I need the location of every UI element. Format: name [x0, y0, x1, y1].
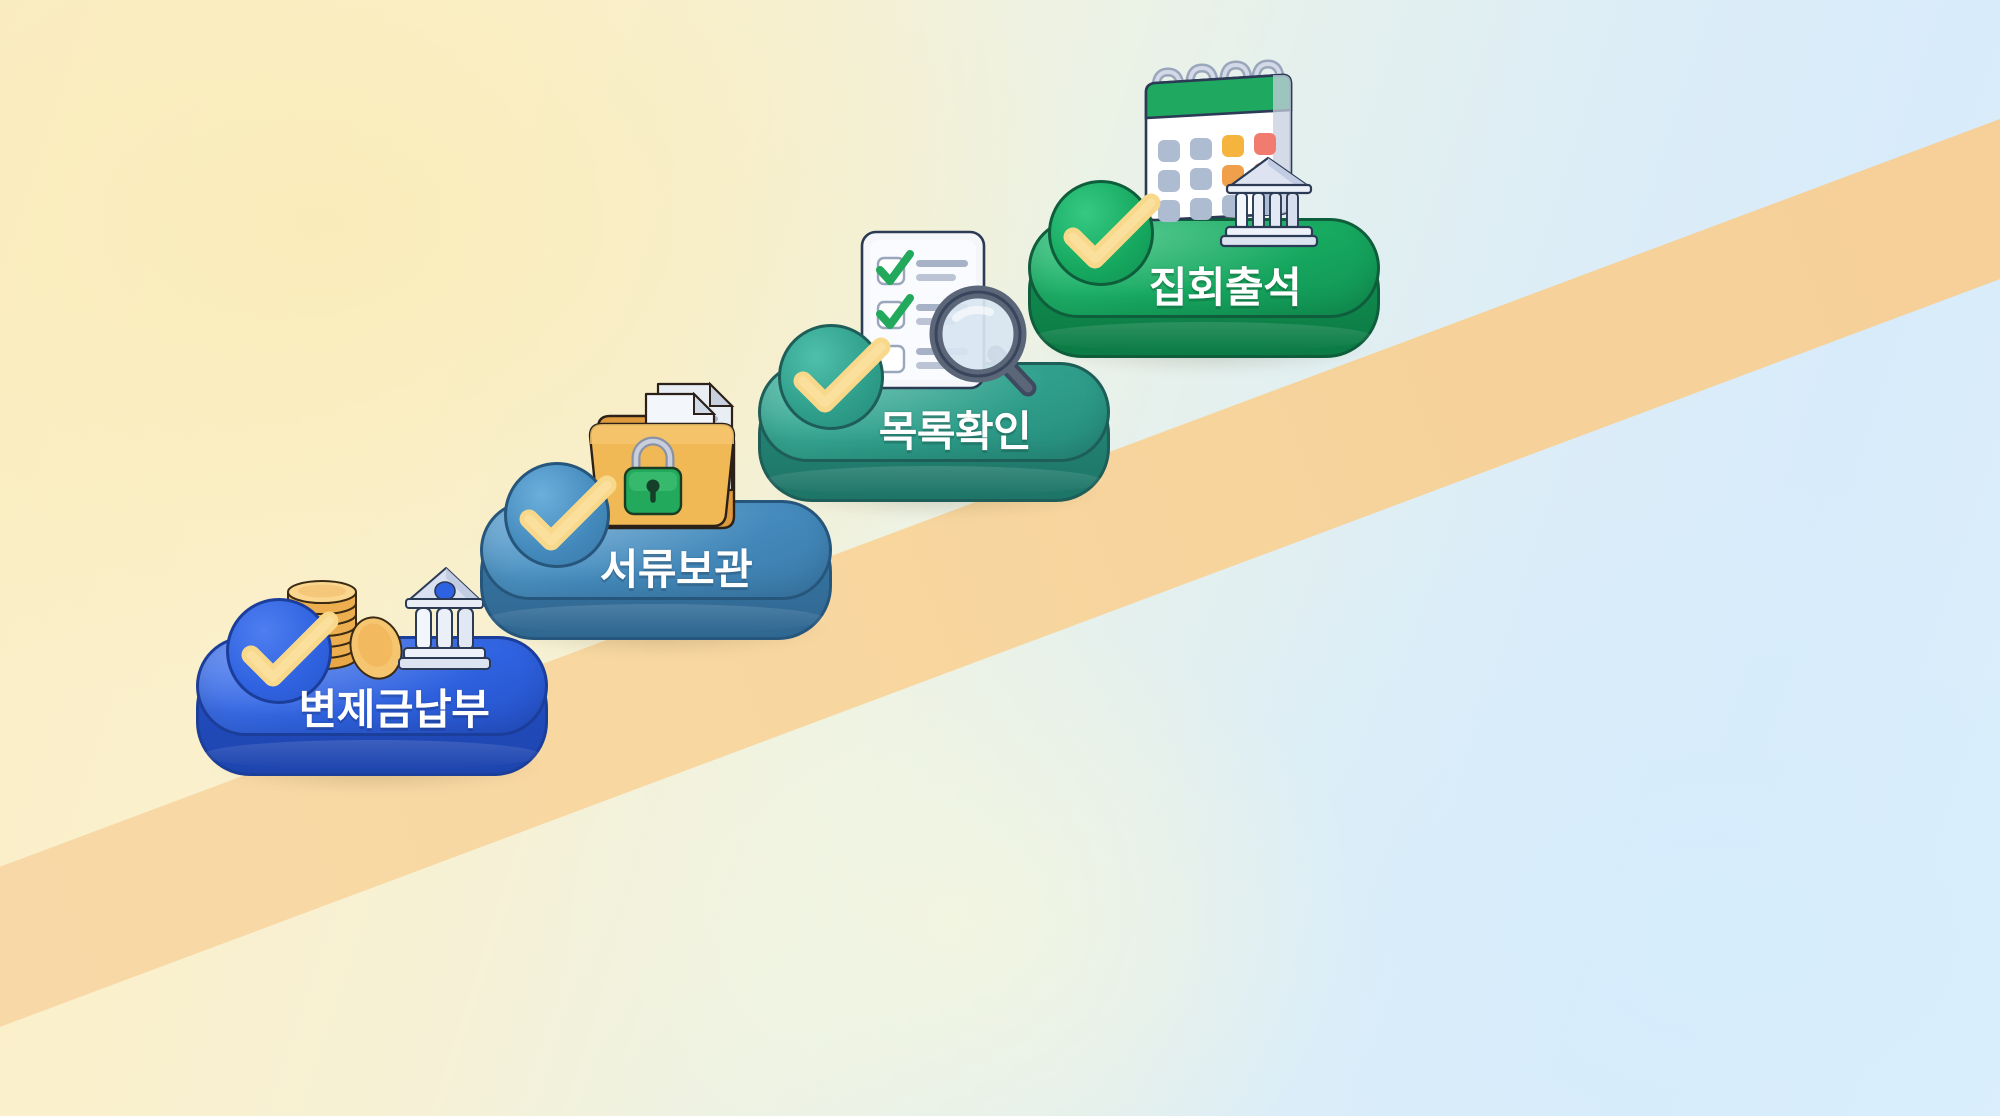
- checkmark-glyph: [519, 475, 617, 551]
- step-3-icons: [850, 226, 1050, 406]
- step-1-label: 변제금납부: [298, 686, 490, 733]
- block-highlight: [487, 604, 825, 634]
- step-3-label: 목록확인: [878, 408, 1032, 455]
- magnifier-icon: [929, 285, 1037, 397]
- step-2-icons: [580, 370, 760, 540]
- check-circle-icon: [778, 324, 891, 430]
- step-4-icons: [1122, 59, 1322, 254]
- checkmark-glyph: [241, 611, 339, 687]
- step-1[interactable]: 변제금납부: [196, 567, 548, 792]
- checkmark-glyph: [793, 337, 891, 413]
- step-3[interactable]: 목록확인: [758, 230, 1110, 518]
- step-4-label: 집회출석: [1148, 264, 1302, 311]
- block-highlight: [203, 740, 541, 770]
- leaning-coin-icon: [349, 616, 403, 680]
- calendar-courthouse-icons: [1144, 59, 1319, 248]
- folder-documents-lock-icons: [588, 381, 736, 530]
- bank-building-icon: [398, 567, 491, 670]
- block-highlight: [765, 466, 1103, 496]
- check-circle-icon: [1048, 180, 1161, 286]
- step-2[interactable]: 서류보관: [480, 381, 832, 656]
- checkmark-glyph: [1063, 193, 1161, 269]
- lock-icon: [623, 436, 683, 516]
- step-2-label: 서류보관: [599, 546, 753, 593]
- check-circle-icon: [504, 462, 617, 568]
- checklist-magnifier-icons: [860, 230, 1037, 397]
- step-4[interactable]: 집회출석: [1028, 59, 1380, 374]
- check-circle-icon: [226, 598, 339, 704]
- block-highlight: [1035, 322, 1373, 352]
- courthouse-icon: [1219, 156, 1319, 248]
